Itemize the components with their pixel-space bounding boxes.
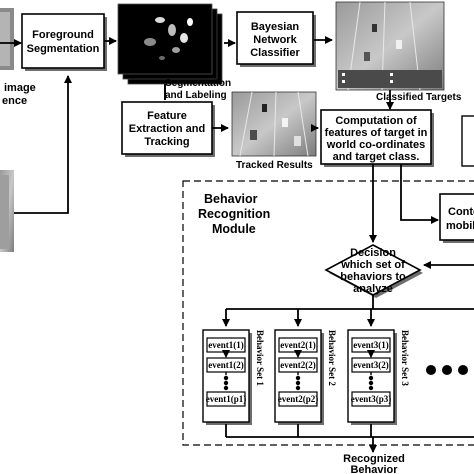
bayesian-classifier-box: Bayesian Network Classifier	[236, 11, 316, 67]
event-box	[206, 391, 246, 407]
arrow-computation-to-context	[400, 164, 439, 224]
behavior-set-1: event1(1) event1(2) event1(p1) Behavior Set…	[202, 329, 265, 425]
segmentation-labeling-2: and Labeling	[165, 90, 227, 101]
module-title-3: Module	[212, 222, 256, 236]
computation-label-3: world co-ordinates	[326, 139, 425, 151]
behavior-module-border	[182, 180, 474, 446]
event-ellipsis-dot	[295, 375, 301, 381]
event-box	[278, 391, 318, 407]
decision-label-1: Decision	[350, 247, 396, 259]
bayesian-label-1: Bayesian	[251, 21, 300, 33]
more-sets-ellipsis	[426, 365, 468, 375]
foreground-label-2: Segmentation	[27, 43, 100, 55]
partial-right-box	[461, 115, 474, 167]
classified-targets-label: Classified Targets	[376, 92, 462, 103]
computation-label-2: features of target in	[325, 127, 428, 139]
event-ellipsis-dot	[368, 380, 374, 386]
event-ellipsis-dot	[368, 385, 374, 391]
foreground-segmentation-box: Foreground Segmentation	[21, 13, 107, 71]
segmentation-labeling-1: Segmentation	[165, 78, 231, 89]
module-title-2: Recognition	[198, 207, 270, 221]
behavior-set-3: event3(1) event3(2) event3(p3) Behavior Set…	[347, 329, 410, 425]
computation-label-4: and target class.	[333, 151, 420, 163]
arrow-camera-to-foreground	[14, 75, 72, 214]
module-title-1: Behavior	[204, 192, 258, 206]
feature-label-1: Feature	[147, 110, 187, 122]
tracked-results-image	[231, 91, 317, 157]
input-label-line1: image	[4, 82, 36, 94]
input-camera-thumbnail	[0, 170, 14, 252]
recognized-label-2: Behavior	[350, 464, 398, 474]
bayesian-label-2: Network	[253, 34, 297, 46]
decision-label-3: behaviors to	[340, 271, 406, 283]
feature-extraction-box: Feature Extraction and Tracking	[121, 101, 215, 157]
event-label: event1(p1)	[206, 394, 247, 404]
behavior-set-2: event2(1) event2(2) event2(p2) Behavior Set…	[274, 329, 337, 425]
event-label: event1(1)	[208, 340, 244, 350]
tracked-results-label: Tracked Results	[236, 160, 313, 171]
feature-label-3: Tracking	[144, 136, 189, 148]
decision-label-4: analyze	[353, 283, 393, 295]
input-video-thumbnail	[0, 8, 14, 70]
event-ellipsis-dot	[368, 375, 374, 381]
event-label: event2(2)	[280, 360, 316, 370]
context-label-1: Conte	[448, 206, 474, 218]
event-ellipsis-dot	[223, 385, 229, 391]
computation-features-box: Computation of features of target in wor…	[320, 109, 434, 167]
behavior-set-label: Behavior Set 2	[327, 330, 337, 386]
event-ellipsis-dot	[223, 375, 229, 381]
classified-targets-image	[335, 1, 445, 91]
input-label-line2: ence	[2, 95, 27, 107]
event-ellipsis-dot	[223, 380, 229, 386]
decision-diamond: Decision which set of behaviors to analy…	[324, 244, 423, 298]
event-ellipsis-dot	[295, 380, 301, 386]
recognized-label-1: Recognized	[343, 453, 405, 465]
feature-label-2: Extraction and	[129, 123, 205, 135]
event-box	[351, 391, 391, 407]
behavior-sets-group: event1(1) event1(2) event1(p1) Behavior Set…	[202, 329, 410, 425]
event-ellipsis-dot	[295, 385, 301, 391]
behavior-set-label: Behavior Set 1	[255, 330, 265, 386]
foreground-label-1: Foreground	[32, 29, 94, 41]
decision-label-2: which set of	[340, 259, 405, 271]
event-label: event3(2)	[353, 360, 389, 370]
context-box: Conte mobile	[439, 193, 474, 243]
bayesian-label-3: Classifier	[250, 47, 300, 59]
event-label: event3(1)	[353, 340, 389, 350]
event-label: event1(2)	[208, 360, 244, 370]
segmentation-mask-stack	[117, 3, 223, 85]
computation-label-1: Computation of	[335, 115, 417, 127]
event-label: event2(1)	[280, 340, 316, 350]
event-label: event2(p2)	[278, 394, 319, 404]
behavior-set-label: Behavior Set 3	[400, 330, 410, 386]
context-label-2: mobile	[446, 220, 474, 232]
event-label: event3(p3)	[351, 394, 392, 404]
